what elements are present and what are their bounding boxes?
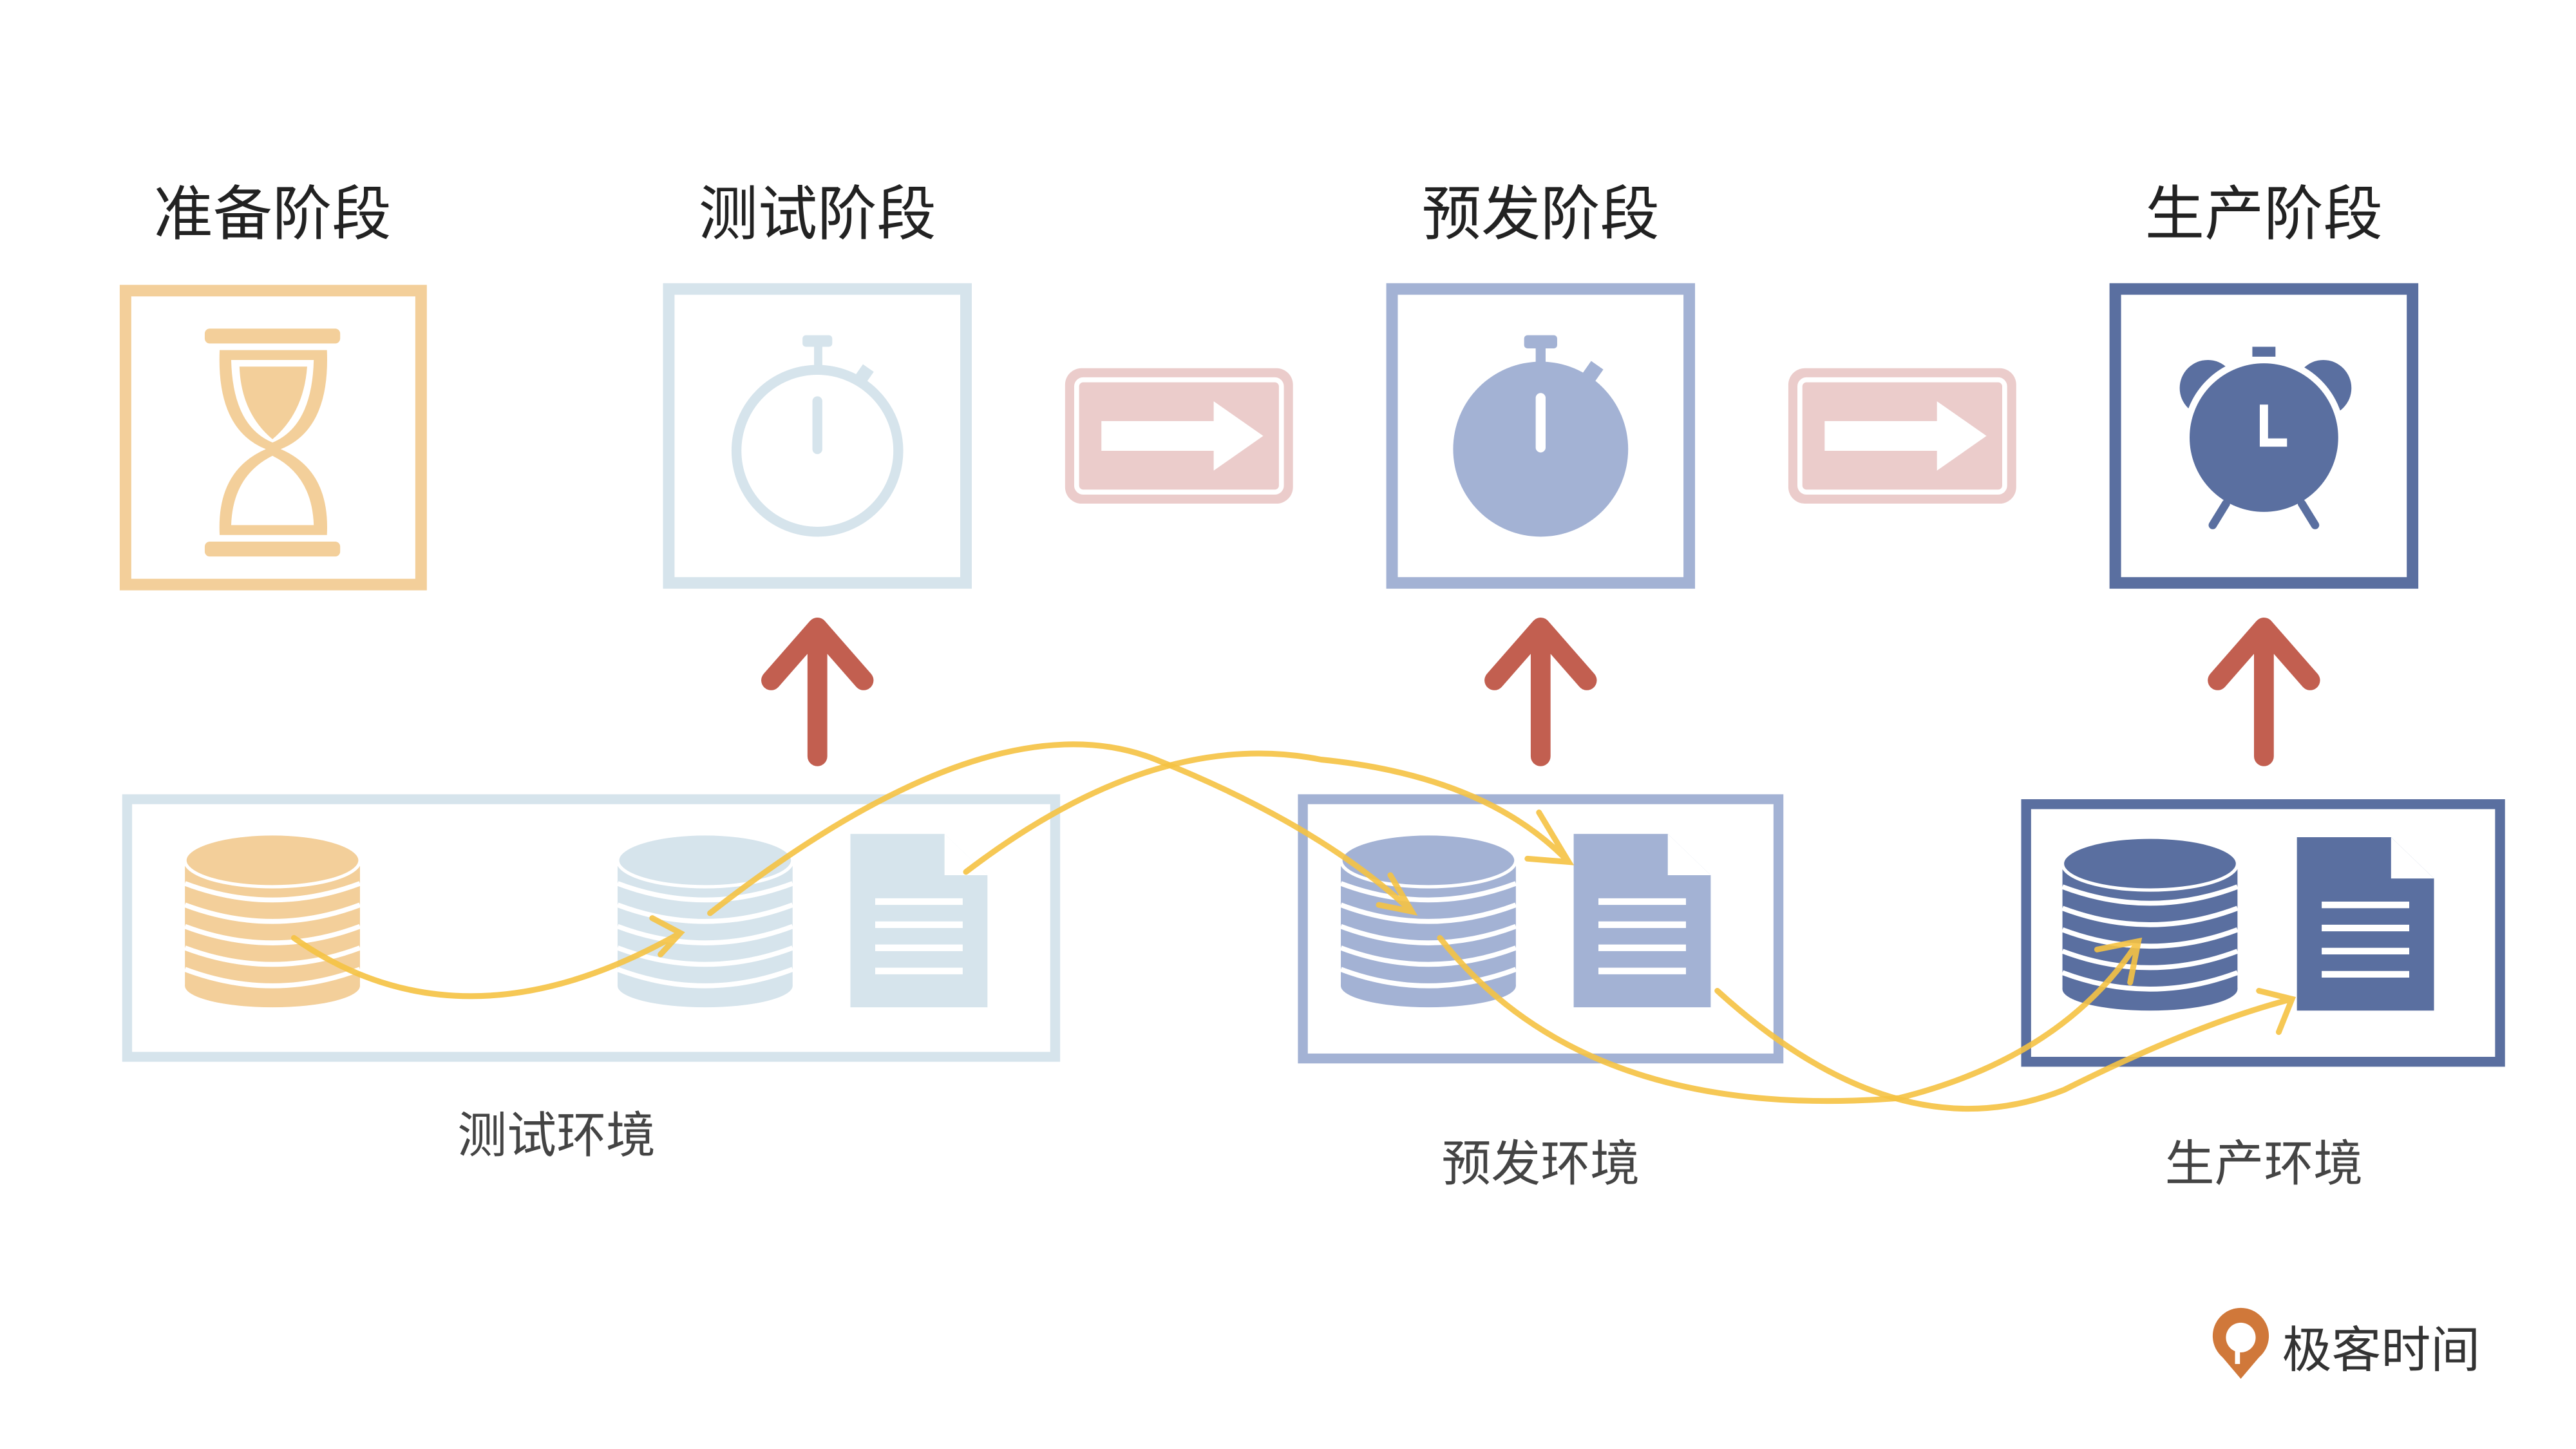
document-icon xyxy=(850,833,988,1008)
arrow-up-icon xyxy=(771,627,864,756)
stage-box-test xyxy=(663,283,972,589)
stage-title-test: 测试阶段 xyxy=(699,179,936,249)
database-icon xyxy=(183,832,362,1008)
arrow-right-icon xyxy=(1788,368,2016,504)
document-icon xyxy=(1573,833,1711,1008)
stage-box-preprod xyxy=(1386,283,1696,589)
arrow-up-icon xyxy=(1495,627,1587,756)
arrow-right-icon xyxy=(1065,368,1293,504)
data-flow-curves xyxy=(290,741,2297,1112)
database-icon xyxy=(2061,835,2239,1011)
hourglass-icon xyxy=(204,328,341,557)
logo-text: 极客时间 xyxy=(2282,1322,2481,1379)
geektime-logo: 极客时间 xyxy=(2212,1307,2481,1379)
env-label-preprod: 预发环境 xyxy=(1441,1135,1640,1193)
env-box-prod xyxy=(2021,799,2505,1067)
stage-title-prep: 准备阶段 xyxy=(153,179,391,249)
env-label-prod: 生产环境 xyxy=(2165,1135,2363,1193)
database-icon xyxy=(616,832,795,1008)
document-icon xyxy=(2297,837,2434,1011)
env-label-test: 测试环境 xyxy=(457,1108,656,1165)
stage-box-prod xyxy=(2109,283,2419,589)
env-box-preprod xyxy=(1298,794,1784,1064)
arrow-up-icon xyxy=(2218,627,2311,756)
env-box-test xyxy=(122,794,1061,1062)
stage-title-prod: 生产阶段 xyxy=(2145,179,2383,249)
stopwatch-filled-icon xyxy=(1453,335,1629,537)
alarm-clock-icon xyxy=(2179,346,2352,529)
stopwatch-outline-icon xyxy=(731,335,904,537)
database-icon xyxy=(1339,832,1518,1008)
stage-box-prep xyxy=(119,285,427,591)
stage-title-preprod: 预发阶段 xyxy=(1422,179,1660,249)
